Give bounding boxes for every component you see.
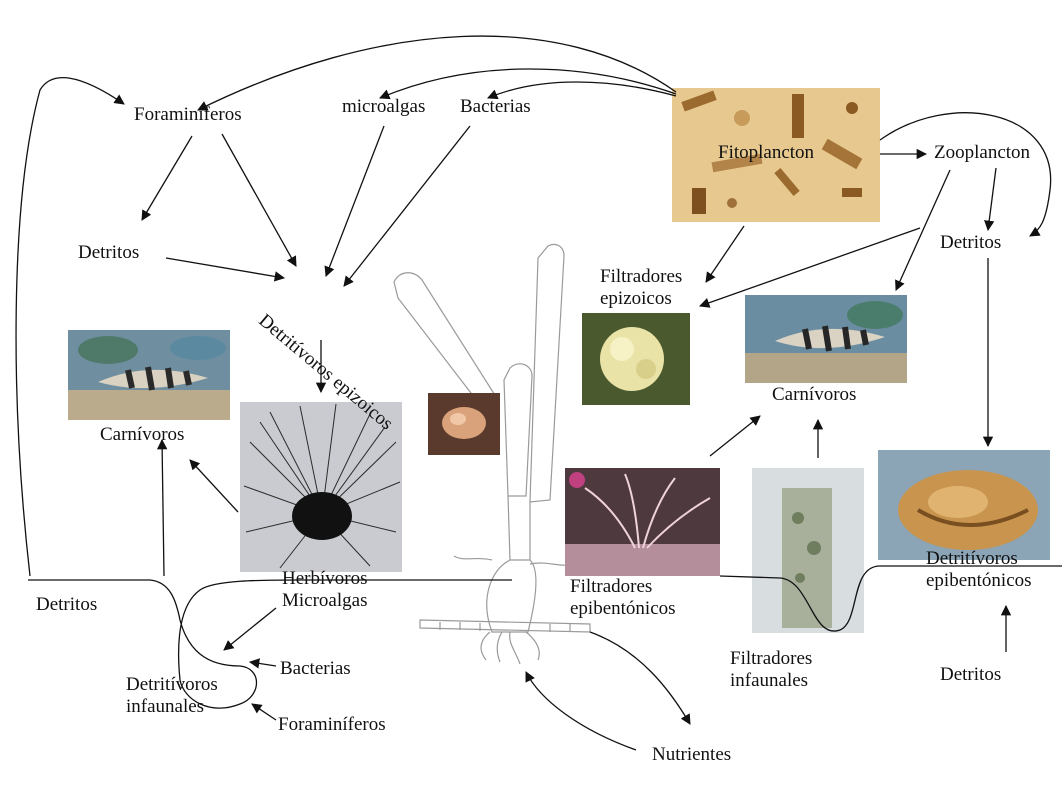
label-foraminiferos-top: Foraminíferos — [134, 104, 242, 126]
label-nutrientes: Nutrientes — [652, 744, 731, 766]
label-detritos-right-bottom: Detritos — [940, 664, 1001, 686]
label-zooplancton: Zooplancton — [934, 142, 1030, 164]
epibenthic-filter-photo — [565, 468, 720, 576]
label-detritivoros-epibentonicos: Detritívoros epibentónicos — [926, 548, 1062, 592]
label-carnivoros-left: Carnívoros — [100, 424, 184, 446]
label-filtradores-epizoicos: Filtradores epizoicos — [600, 266, 710, 310]
label-microalgas-top: microalgas — [342, 96, 425, 118]
label-detritos-left-top: Detritos — [78, 242, 139, 264]
epizoic-detritivore-photo — [428, 393, 500, 455]
label-bacterias-bottom: Bacterias — [280, 658, 351, 680]
label-herbivoros-microalgas: Herbívoros Microalgas — [282, 568, 392, 612]
carnivore-fish-photo — [68, 330, 230, 420]
epizoic-filter-photo — [582, 313, 690, 405]
label-filtradores-epibentonicos: Filtradores epibentónicos — [570, 576, 720, 620]
label-detritivoros-infaunales: Detritívoros infaunales — [126, 674, 246, 718]
epibenthic-detritivore-photo — [878, 450, 1050, 560]
carnivore-fish-photo — [745, 295, 907, 383]
label-fitoplancton: Fitoplancton — [718, 142, 814, 164]
label-carnivoros-right: Carnívoros — [772, 384, 856, 406]
label-bacterias-top: Bacterias — [460, 96, 531, 118]
label-foraminiferos-bottom: Foraminíferos — [278, 714, 386, 736]
label-detritos-left-bottom: Detritos — [36, 594, 97, 616]
label-detritos-right-top: Detritos — [940, 232, 1001, 254]
infaunal-filter-photo — [752, 468, 864, 633]
label-filtradores-infaunales: Filtradores infaunales — [730, 648, 840, 692]
